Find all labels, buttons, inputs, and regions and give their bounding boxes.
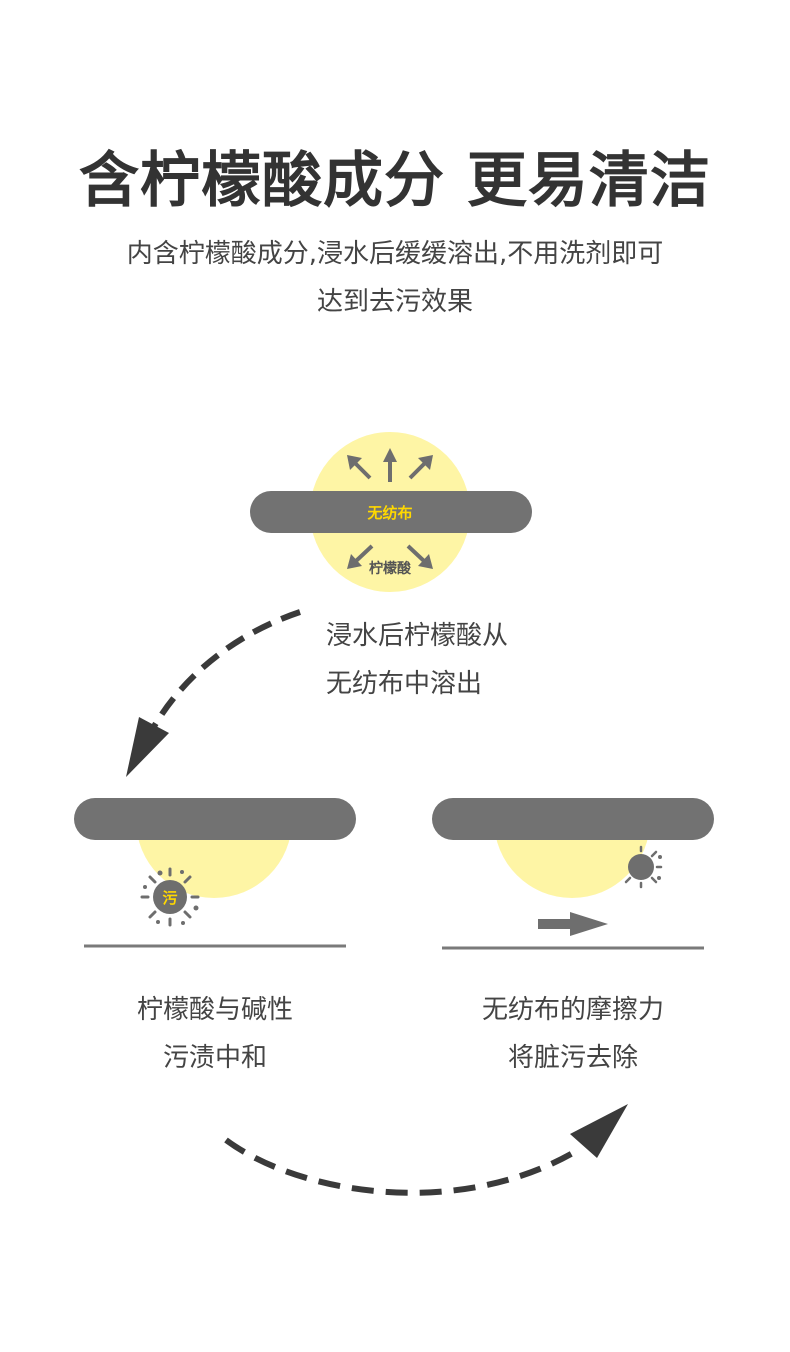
diffusion-arrows — [347, 448, 433, 569]
arrow-up-left-icon — [347, 455, 372, 480]
stain-splat-icon: 污 — [140, 867, 200, 927]
caption-friction-line-1: 无纺布的摩擦力 — [481, 995, 664, 1025]
step-neutralize-illustration: 污 — [74, 798, 356, 948]
stain-label: 污 — [162, 889, 177, 907]
arrow-down-left-icon — [347, 544, 374, 569]
arrow-down-right-icon — [406, 544, 433, 569]
arrowhead-icon — [126, 717, 169, 777]
non-woven-fabric-label: 无纺布 — [366, 504, 412, 522]
step-dissolve-illustration: 无纺布 柠檬酸 — [250, 432, 532, 592]
caption-dissolve-line-2: 无纺布中溶出 — [326, 669, 483, 699]
caption-dissolve: 浸水后柠檬酸从 无纺布中溶出 — [326, 612, 508, 708]
non-woven-fabric-bar — [74, 798, 356, 840]
caption-friction: 无纺布的摩擦力 将脏污去除 — [448, 986, 698, 1082]
non-woven-fabric-bar — [250, 491, 532, 533]
arrowhead-icon — [570, 1104, 628, 1158]
page-title: 含柠檬酸成分 更易清洁 — [79, 146, 711, 216]
arrow-up-icon — [383, 448, 397, 482]
arrow-up-right-icon — [408, 455, 433, 480]
subtitle-line-2: 达到去污效果 — [316, 287, 473, 317]
page-subtitle: 内含柠檬酸成分,浸水后缓缓溶出,不用洗剂即可 达到去污效果 — [0, 230, 790, 326]
caption-dissolve-line-1: 浸水后柠檬酸从 — [326, 621, 509, 651]
caption-neutralize: 柠檬酸与碱性 污渍中和 — [90, 986, 340, 1082]
dashed-arrow-left-to-right — [224, 1104, 628, 1196]
subtitle-line-1: 内含柠檬酸成分,浸水后缓缓溶出,不用洗剂即可 — [126, 239, 664, 269]
caption-neutralize-line-2: 污渍中和 — [162, 1043, 267, 1073]
motion-arrow-right-icon — [538, 912, 608, 936]
caption-friction-line-2: 将脏污去除 — [507, 1043, 638, 1073]
dirt-residue-icon — [624, 845, 663, 889]
caption-neutralize-line-1: 柠檬酸与碱性 — [136, 995, 293, 1025]
step-friction-illustration — [432, 798, 714, 950]
dashed-arrow-top-to-left — [126, 609, 301, 777]
citric-acid-label: 柠檬酸 — [369, 560, 412, 577]
non-woven-fabric-bar — [432, 798, 714, 840]
